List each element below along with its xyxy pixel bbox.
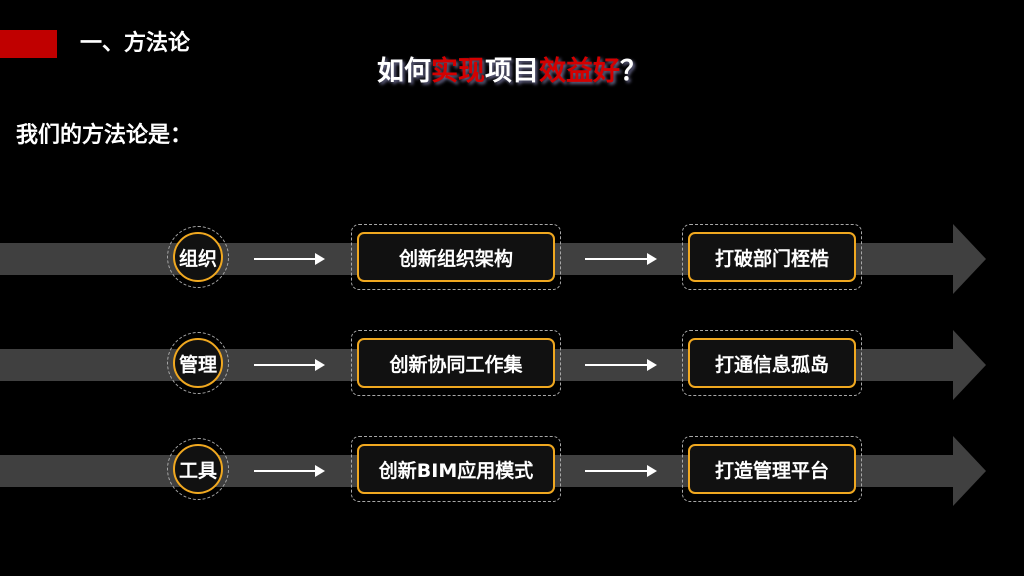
title-part: 如何 <box>377 56 431 87</box>
category-label: 工具 <box>173 444 223 494</box>
circle-dashed-ring <box>167 226 229 288</box>
band-arrowhead-icon <box>953 224 986 294</box>
title-part: 项目 <box>485 56 539 87</box>
step1-box: 创新组织架构 <box>357 232 555 282</box>
step1-box: 创新协同工作集 <box>357 338 555 388</box>
right-arrow-icon <box>585 359 657 371</box>
band-arrowhead-icon <box>953 330 986 400</box>
circle-dashed-ring <box>167 332 229 394</box>
section-title: 一、方法论 <box>80 31 191 56</box>
title-highlight: 好 <box>593 56 620 87</box>
method-row-organization: 组织 创新组织架构 打破部门桎梏 <box>0 224 1024 294</box>
right-arrow-icon <box>254 465 325 477</box>
category-label: 组织 <box>173 232 223 282</box>
box-dashed-frame <box>351 436 561 502</box>
main-title: 如何实现项目效益好？ <box>0 54 1024 90</box>
title-highlight: 效益 <box>539 56 593 87</box>
title-part: ？ <box>620 56 647 87</box>
box-dashed-frame <box>682 436 862 502</box>
method-row-tools: 工具 创新BIM应用模式 打造管理平台 <box>0 436 1024 506</box>
box-dashed-frame <box>351 224 561 290</box>
step2-box: 打造管理平台 <box>688 444 856 494</box>
method-row-management: 管理 创新协同工作集 打通信息孤岛 <box>0 330 1024 400</box>
box-dashed-frame <box>682 330 862 396</box>
red-accent-bar <box>0 30 57 58</box>
box-dashed-frame <box>351 330 561 396</box>
right-arrow-icon <box>585 253 657 265</box>
right-arrow-icon <box>585 465 657 477</box>
step2-box: 打通信息孤岛 <box>688 338 856 388</box>
right-arrow-icon <box>254 359 325 371</box>
circle-dashed-ring <box>167 438 229 500</box>
band-arrowhead-icon <box>953 436 986 506</box>
right-arrow-icon <box>254 253 325 265</box>
box-dashed-frame <box>682 224 862 290</box>
step1-box: 创新BIM应用模式 <box>357 444 555 494</box>
step2-box: 打破部门桎梏 <box>688 232 856 282</box>
title-highlight: 实现 <box>431 56 485 87</box>
category-label: 管理 <box>173 338 223 388</box>
subtitle: 我们的方法论是： <box>16 123 193 148</box>
